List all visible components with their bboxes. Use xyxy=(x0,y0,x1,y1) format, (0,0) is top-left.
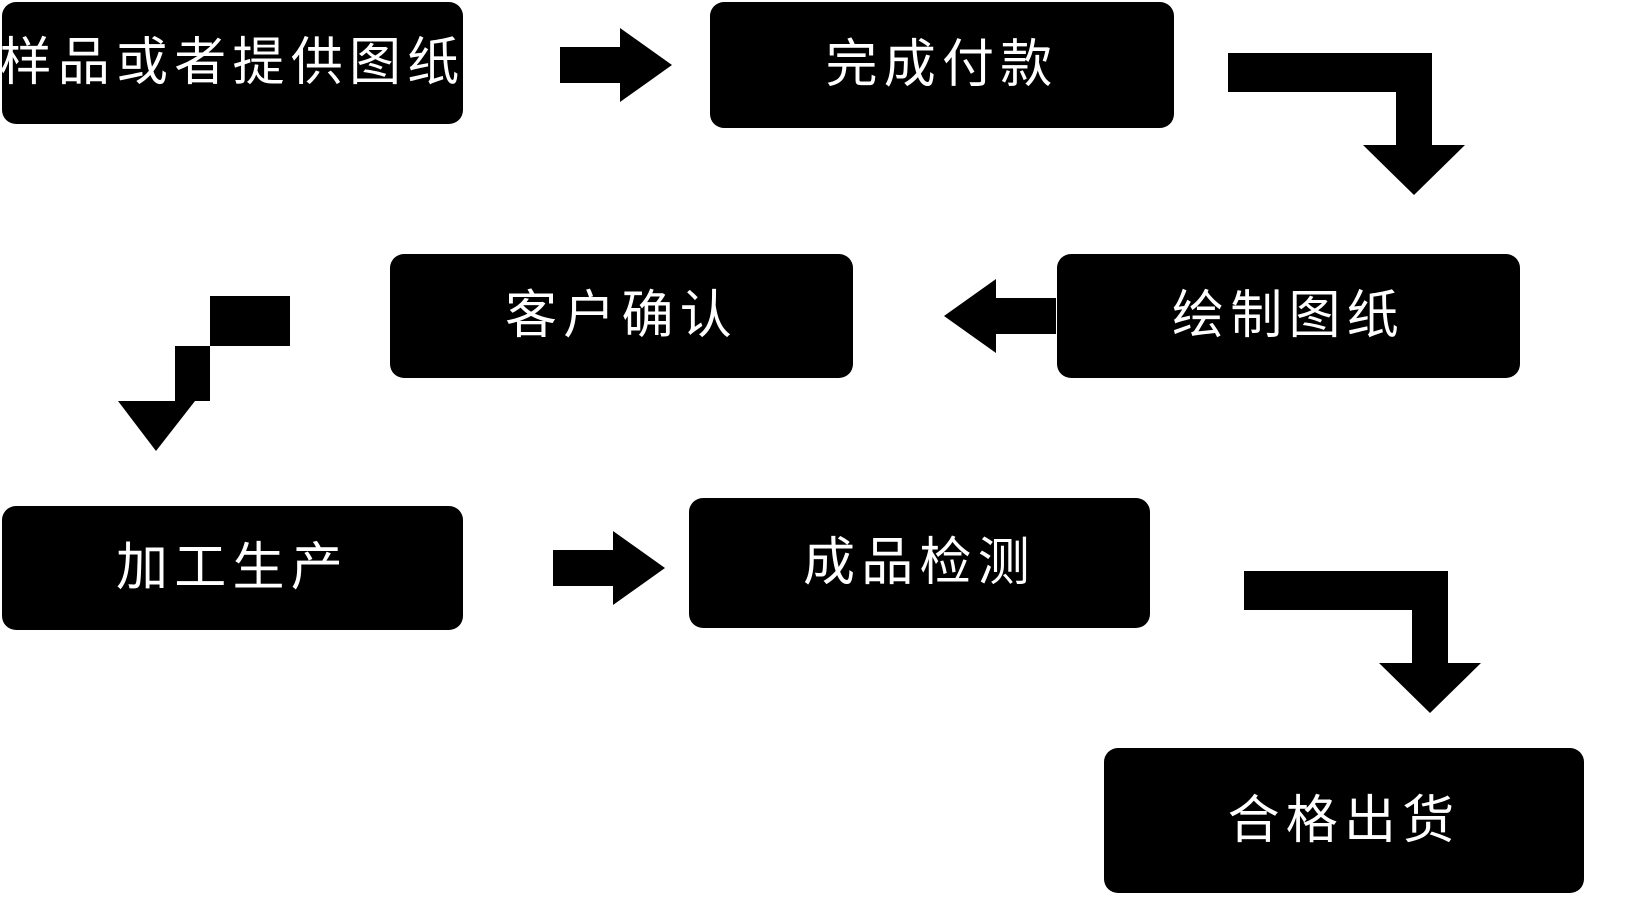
connector-arrow-left-1 xyxy=(944,279,1056,353)
connector-elbow-left-down-1 xyxy=(118,296,298,456)
elbow-arrow-down-icon xyxy=(1244,571,1481,713)
flow-node-label: 加工生产 xyxy=(116,538,349,598)
connector-elbow-right-down-2 xyxy=(1244,558,1494,718)
flow-node-label: 成品检测 xyxy=(803,533,1036,593)
flow-node-label: 完成付款 xyxy=(825,35,1059,95)
flow-node-complete-payment[interactable]: 完成付款 xyxy=(710,2,1174,128)
arrow-right-icon xyxy=(553,531,665,605)
flow-node-label: 样品或者提供图纸 xyxy=(0,33,466,93)
flow-node-manufacturing[interactable]: 加工生产 xyxy=(2,506,463,630)
connector-elbow-right-down-1 xyxy=(1228,40,1478,200)
connector-arrow-right-1 xyxy=(560,28,672,102)
arrow-right-icon xyxy=(560,28,672,102)
connector-arrow-right-2 xyxy=(553,531,665,605)
flow-node-label: 客户确认 xyxy=(505,286,738,346)
flow-node-finished-product-inspection[interactable]: 成品检测 xyxy=(689,498,1150,628)
arrow-left-icon xyxy=(944,279,1056,353)
flow-node-label: 合格出货 xyxy=(1227,790,1461,851)
flow-node-draw-drawing[interactable]: 绘制图纸 xyxy=(1057,254,1520,378)
elbow-arrow-down-icon xyxy=(118,296,290,451)
flow-node-customer-confirm[interactable]: 客户确认 xyxy=(390,254,853,378)
flow-node-sample-or-drawing[interactable]: 样品或者提供图纸 xyxy=(0,2,466,124)
flow-node-label: 绘制图纸 xyxy=(1172,286,1405,346)
flow-node-qualified-shipment[interactable]: 合格出货 xyxy=(1104,748,1584,893)
elbow-arrow-down-icon xyxy=(1228,53,1465,195)
